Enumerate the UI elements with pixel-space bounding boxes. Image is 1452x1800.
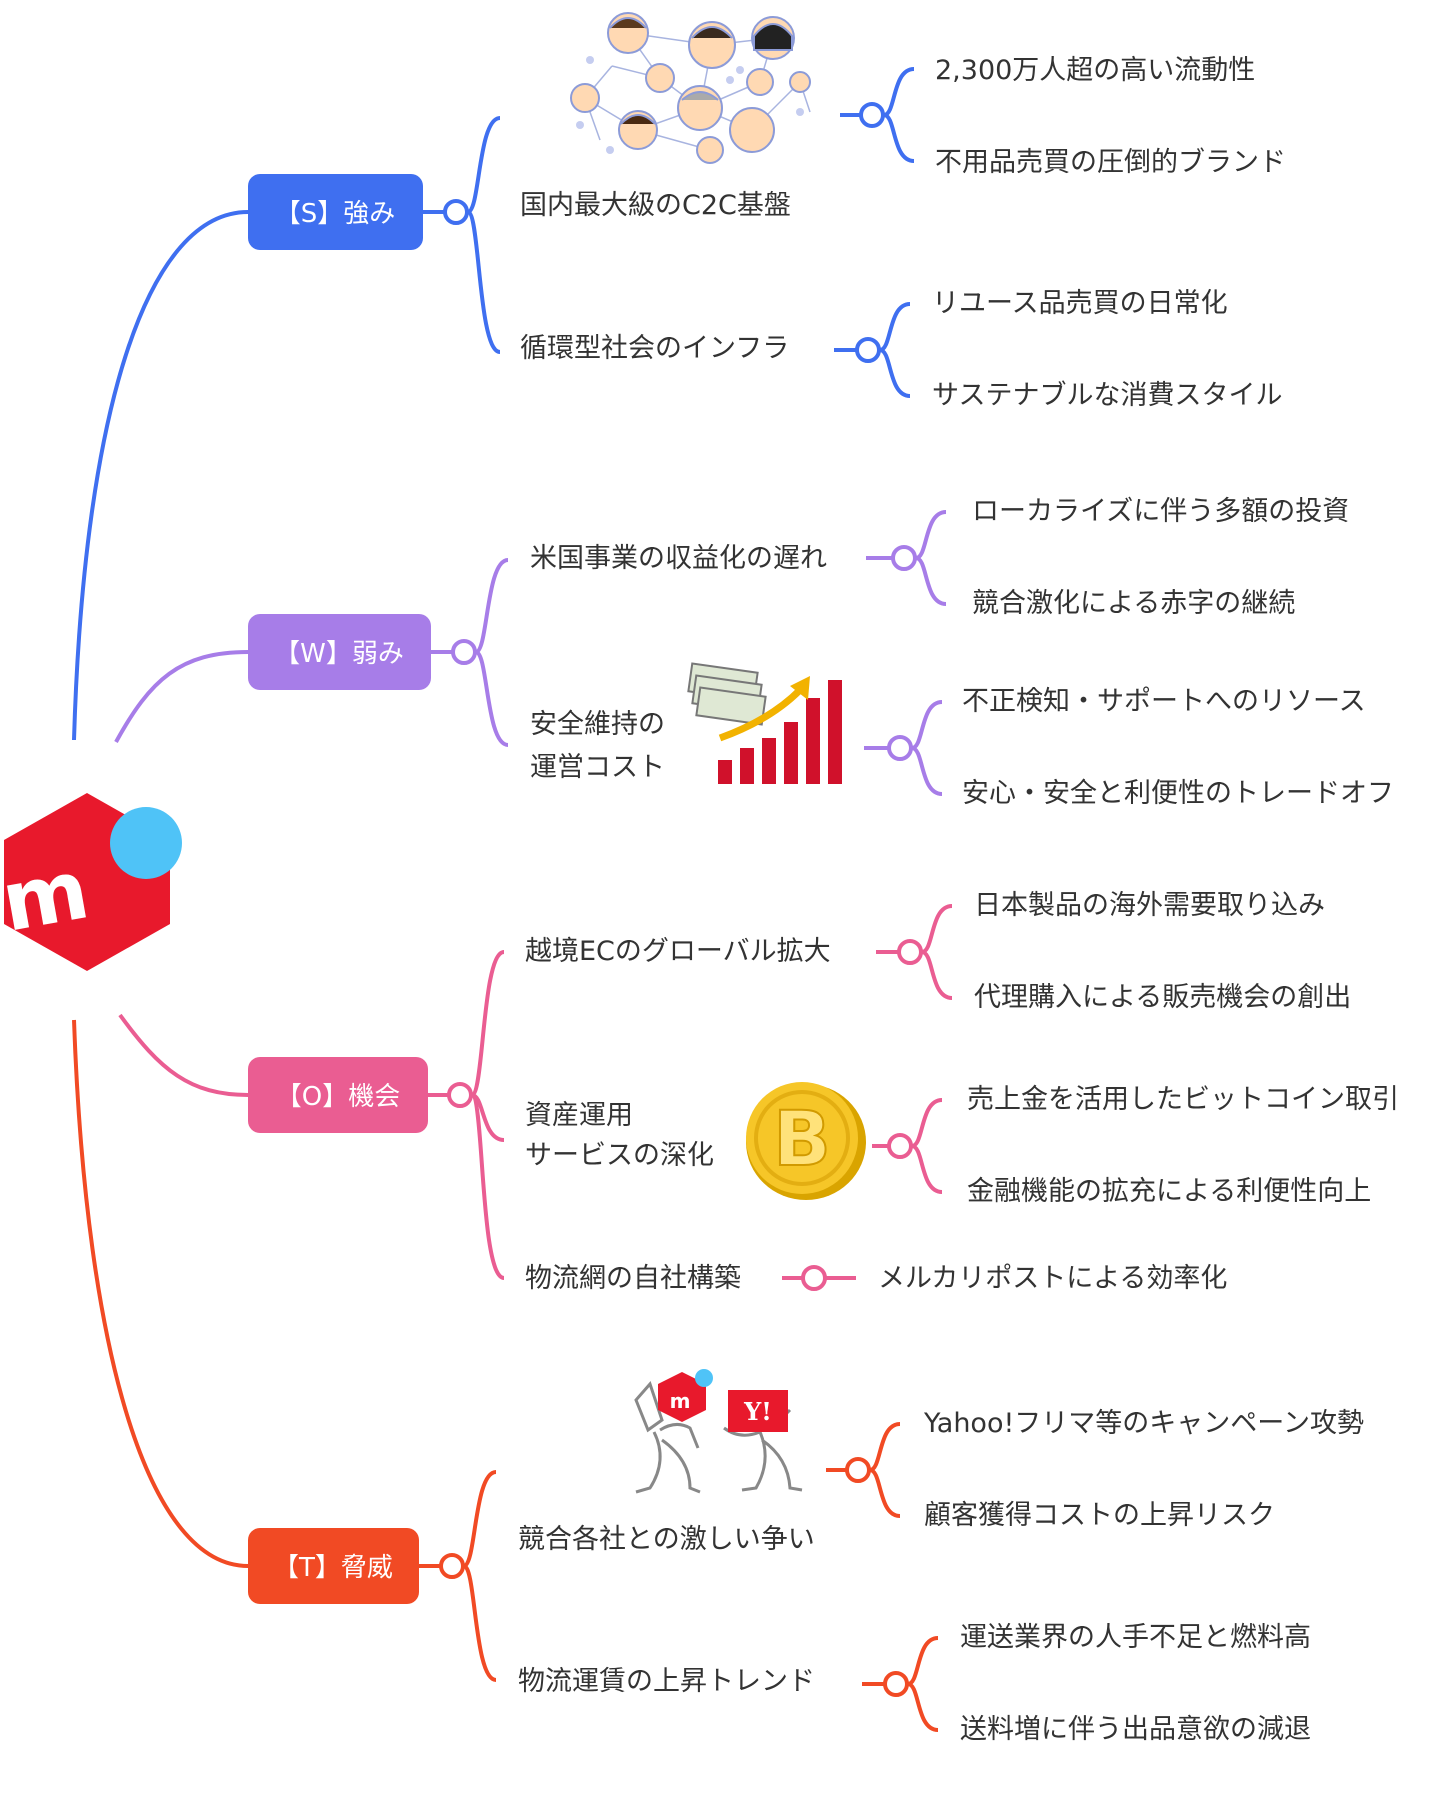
connector-center-strength	[72, 210, 249, 741]
threat-node[interactable]	[248, 1528, 419, 1604]
strength-topic-1-detail-1: 2,300万人超の高い流動性	[935, 55, 1255, 86]
connector-center-opportunity	[118, 1013, 249, 1097]
strength-label: 【S】強み	[275, 199, 396, 229]
opportunity-topic-2-detail-2: 金融機能の拡充による利便性向上	[967, 1176, 1371, 1207]
face-5	[729, 107, 775, 153]
opportunity-topic-2-line-1[interactable]: 資産運用	[525, 1100, 633, 1131]
face-2	[688, 21, 736, 69]
threat-topic-1-detail-1: Yahoo!フリマ等のキャンペーン攻勢	[923, 1408, 1364, 1439]
connector-center-weakness	[114, 650, 249, 743]
opportunity-node[interactable]	[248, 1057, 428, 1133]
people-network-icon	[570, 12, 811, 164]
weakness-topic-2-detail-2: 安心・安全と利便性のトレードオフ	[962, 778, 1394, 809]
yahoo-box-icon: Y!	[728, 1390, 788, 1432]
weakness-branch: 【W】弱み 米国事業の収益化の遅れ ローカライズに伴う多額の投資 競合激化による…	[248, 496, 1394, 809]
threat-branch: 【T】脅威 競合各社との激しい争い Yahoo!フリマ等のキャンペーン攻勢 顧客…	[248, 1369, 1364, 1745]
face-9	[746, 68, 774, 96]
weakness-topic-2-line-1[interactable]: 安全維持の	[530, 709, 665, 740]
banknote-stack-icon	[687, 662, 767, 726]
opportunity-topic-1-detail-2: 代理購入による販売機会の創出	[974, 982, 1351, 1013]
strength-topic-2-detail-1: リユース品売買の日常化	[932, 288, 1228, 319]
strength-topic-1[interactable]: 国内最大級のC2C基盤	[520, 190, 791, 221]
weakness-topic-1-detail-1: ローカライズに伴う多額の投資	[972, 496, 1349, 527]
face-10	[696, 136, 724, 164]
threat-label: 【T】脅威	[273, 1553, 393, 1583]
mercari-logo-icon: m	[0, 793, 182, 971]
weakness-topic-2-detail-1: 不正検知・サポートへのリソース	[962, 686, 1366, 717]
face-3	[751, 16, 795, 60]
weakness-label: 【W】弱み	[274, 639, 404, 669]
connector-center-threat	[72, 1019, 249, 1568]
face-1	[607, 12, 649, 54]
svg-text:B: B	[773, 1094, 831, 1183]
opportunity-branch: 【O】機会 越境ECのグローバル拡大 日本製品の海外需要取り込み 代理購入による…	[248, 890, 1399, 1294]
face-11	[789, 71, 811, 93]
svg-text:m: m	[0, 842, 96, 950]
strength-node[interactable]	[248, 174, 423, 250]
opportunity-topic-2-detail-1: 売上金を活用したビットコイン取引	[967, 1084, 1399, 1115]
opportunity-topic-1-detail-1: 日本製品の海外需要取り込み	[974, 890, 1325, 921]
weakness-topic-1-detail-2: 競合激化による赤字の継続	[972, 588, 1295, 619]
svg-text:m: m	[670, 1389, 691, 1413]
strength-branch: 【S】強み 国内最大級のC2C基盤 2,300万人超の高い流動性 不用品売買の圧…	[248, 12, 1286, 411]
strength-topic-2[interactable]: 循環型社会のインフラ	[520, 333, 789, 364]
threat-topic-1-detail-2: 顧客獲得コストの上昇リスク	[924, 1500, 1275, 1531]
threat-topic-2[interactable]: 物流運賃の上昇トレンド	[518, 1666, 815, 1697]
threat-topic-1[interactable]: 競合各社との激しい争い	[518, 1524, 815, 1555]
threat-topic-2-detail-2: 送料増に伴う出品意欲の減退	[960, 1714, 1311, 1745]
opportunity-topic-1[interactable]: 越境ECのグローバル拡大	[525, 936, 831, 967]
face-6	[618, 110, 658, 150]
svg-text:Y!: Y!	[743, 1397, 772, 1426]
face-7	[570, 83, 600, 113]
opportunity-topic-3-detail-1: メルカリポストによる効率化	[878, 1263, 1227, 1294]
face-8	[645, 63, 675, 93]
opportunity-topic-2-line-2[interactable]: サービスの深化	[525, 1140, 714, 1171]
mercari-vs-yahoo-fight-icon: m Y!	[634, 1369, 803, 1494]
money-growth-chart-icon	[687, 662, 842, 784]
strength-topic-1-detail-2: 不用品売買の圧倒的ブランド	[935, 147, 1286, 178]
strength-topic-2-detail-2: サステナブルな消費スタイル	[932, 380, 1282, 411]
mercari-box-icon: m	[658, 1369, 713, 1422]
weakness-topic-2-line-2[interactable]: 運営コスト	[530, 752, 665, 783]
fighter-mercari-icon	[634, 1381, 701, 1494]
face-4	[677, 85, 723, 131]
opportunity-label: 【O】機会	[276, 1082, 400, 1112]
weakness-topic-1[interactable]: 米国事業の収益化の遅れ	[530, 543, 827, 574]
threat-topic-2-detail-1: 運送業界の人手不足と燃料高	[960, 1622, 1311, 1653]
bitcoin-coin-icon: B	[746, 1082, 866, 1200]
weakness-node[interactable]	[248, 614, 431, 690]
opportunity-topic-3[interactable]: 物流網の自社構築	[525, 1263, 741, 1294]
